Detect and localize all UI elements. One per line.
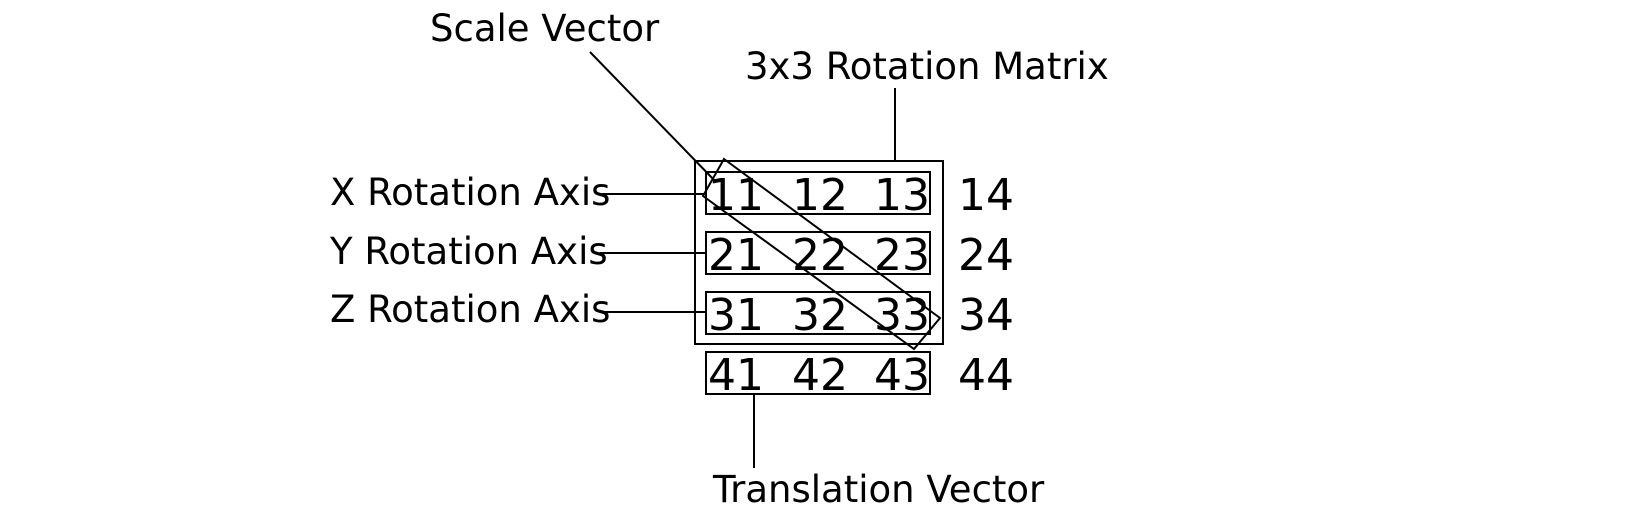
scale-vector-box [701,157,942,351]
matrix-cell-24: 24 [958,230,1014,281]
matrix-cell-43: 43 [874,350,930,401]
matrix-cell-14: 14 [958,170,1014,221]
z-rotation-axis-label: Z Rotation Axis [330,288,610,331]
matrix-cell-41: 41 [708,350,764,401]
matrix-cell-12: 12 [792,170,848,221]
translation-row-box [705,351,931,395]
matrix-cell-33: 33 [874,290,930,341]
matrix-cell-31: 31 [708,290,764,341]
matrix-cell-44: 44 [958,350,1014,401]
rotation-matrix-label: 3x3 Rotation Matrix [745,45,1109,88]
matrix-cell-22: 22 [792,230,848,281]
y-rotation-axis-label: Y Rotation Axis [329,230,608,273]
x-rotation-axis-label: X Rotation Axis [330,171,610,214]
matrix-cell-11: 11 [708,170,764,221]
scale-vector-label: Scale Vector [430,7,660,50]
matrix-cell-32: 32 [792,290,848,341]
matrix-cell-42: 42 [792,350,848,401]
matrix-cell-21: 21 [708,230,764,281]
translation-vector-label: Translation Vector [712,468,1045,511]
matrix-cell-34: 34 [958,290,1014,341]
matrix-cell-13: 13 [874,170,930,221]
matrix-cell-23: 23 [874,230,930,281]
scale-vector-leader [589,51,717,183]
